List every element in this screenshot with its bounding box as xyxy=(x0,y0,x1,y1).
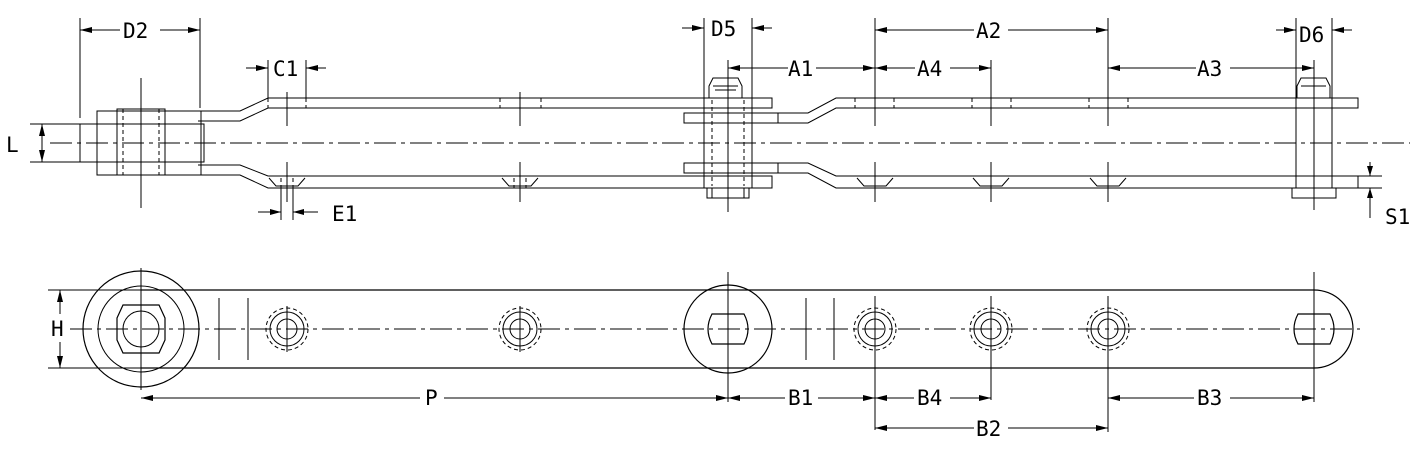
label-B1: B1 xyxy=(788,386,813,410)
dim-A2: A2 xyxy=(874,18,1109,98)
right-joint xyxy=(1291,60,1337,210)
middle-joint xyxy=(683,60,779,212)
dim-A4: A4 xyxy=(875,57,992,98)
bottom-view: H P B1 B4 xyxy=(48,268,1360,441)
dim-L: L xyxy=(6,123,80,163)
chain-bar-outline xyxy=(141,289,1354,369)
dim-A3: A3 xyxy=(1108,57,1314,81)
plan-holes xyxy=(265,296,1130,432)
dim-P: P xyxy=(141,386,728,410)
middle-slot xyxy=(707,313,749,345)
dim-A1: A1 xyxy=(728,57,875,81)
inner-plate-lower-stub xyxy=(683,162,779,174)
upper-outer-plate-left xyxy=(198,97,773,122)
label-D6: D6 xyxy=(1299,23,1324,47)
upper-hole-marks-left xyxy=(267,92,542,126)
dim-S1: S1 xyxy=(1358,162,1410,229)
lower-countersunk-left xyxy=(268,162,539,202)
label-P: P xyxy=(425,386,438,410)
inner-plate-upper-stub xyxy=(683,112,779,124)
label-S1: S1 xyxy=(1385,205,1410,229)
dim-B2: B2 xyxy=(875,417,1108,441)
dim-C1: C1 xyxy=(246,57,326,98)
right-slot xyxy=(1293,313,1335,345)
dim-B4: B4 xyxy=(875,386,991,410)
label-A3: A3 xyxy=(1197,57,1222,81)
dim-D2: D2 xyxy=(79,18,201,118)
label-D5: D5 xyxy=(711,17,736,41)
dim-H: H xyxy=(48,289,141,369)
dim-D6: D6 xyxy=(1276,18,1352,98)
left-hex xyxy=(116,304,166,354)
dim-B3: B3 xyxy=(1108,386,1314,410)
label-E1: E1 xyxy=(332,202,357,226)
dim-E1: E1 xyxy=(258,188,357,226)
lower-plate-right xyxy=(778,162,1359,189)
top-view: D2 C1 L E1 xyxy=(6,17,1410,229)
label-H: H xyxy=(51,317,64,341)
dim-B1: B1 xyxy=(728,386,875,410)
label-A1: A1 xyxy=(788,57,813,81)
label-A4: A4 xyxy=(917,57,942,81)
upper-plate-right xyxy=(778,97,1359,124)
middle-nut xyxy=(708,77,743,99)
label-B4: B4 xyxy=(917,386,942,410)
label-B2: B2 xyxy=(976,417,1001,441)
label-L: L xyxy=(6,133,19,157)
lower-countersunk-right xyxy=(856,162,1127,202)
end-roller-block xyxy=(79,123,205,163)
label-B3: B3 xyxy=(1197,386,1222,410)
label-A2: A2 xyxy=(976,19,1001,43)
label-C1: C1 xyxy=(273,57,298,81)
label-D2: D2 xyxy=(123,19,148,43)
lower-outer-plate-left xyxy=(198,164,773,189)
dim-D5: D5 xyxy=(682,17,772,98)
